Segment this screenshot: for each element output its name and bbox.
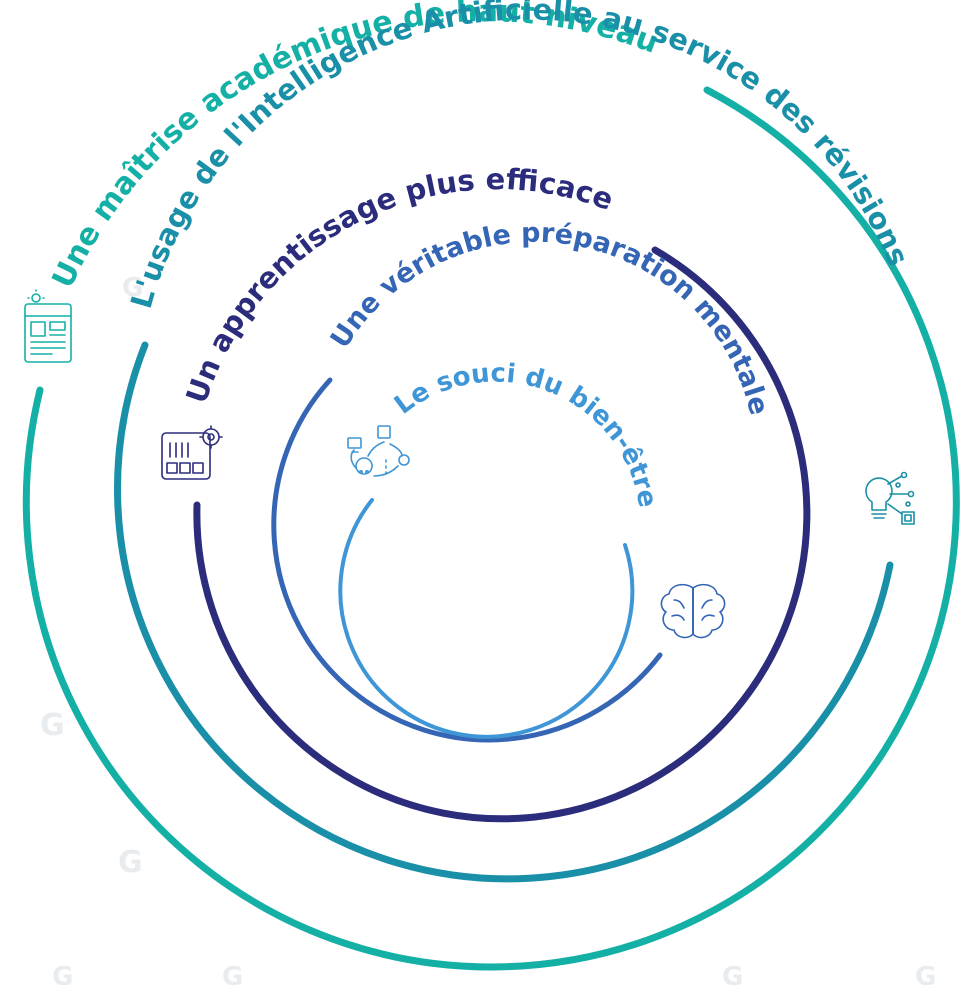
ring-5-label: Le souci du bien-être bbox=[389, 358, 662, 509]
wellbeing-network-icon bbox=[347, 425, 410, 477]
watermark-glyph: G bbox=[722, 962, 743, 985]
watermark-layer: G G G G G G G bbox=[40, 273, 936, 985]
ring-2-arc bbox=[114, 341, 894, 883]
watermark-glyph: G bbox=[118, 845, 143, 880]
ring-5-arc bbox=[338, 498, 635, 739]
ring-1-arc bbox=[22, 86, 960, 971]
ring-3-arc bbox=[193, 246, 811, 823]
ring-4-arc bbox=[271, 377, 663, 743]
ai-lightbulb-circuit-icon bbox=[865, 471, 915, 525]
study-dashboard-icon bbox=[24, 289, 72, 363]
brain-icon bbox=[660, 583, 726, 639]
rings-layer bbox=[22, 86, 960, 971]
watermark-glyph: G bbox=[915, 962, 936, 985]
learning-board-gear-icon bbox=[161, 425, 223, 480]
watermark-glyph: G bbox=[122, 273, 143, 303]
ring-2-label: L'usage de l'Intelligence Artificielle a… bbox=[124, 0, 916, 312]
watermark-glyph: G bbox=[40, 708, 65, 743]
watermark-glyph: G bbox=[222, 962, 243, 985]
watermark-glyph: G bbox=[52, 962, 73, 985]
